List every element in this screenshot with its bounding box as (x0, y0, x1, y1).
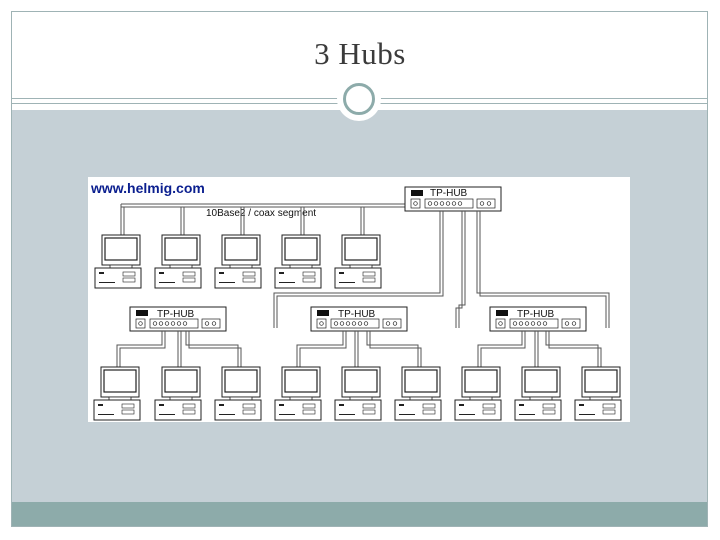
coax-bus (120, 203, 416, 235)
bottom-pc-row (93, 366, 622, 421)
main-hub-label: TP-HUB (430, 188, 468, 199)
uplink-cables (273, 211, 610, 328)
circle-ornament (337, 77, 381, 121)
top-pc-row (94, 234, 382, 289)
circle-ornament-inner (343, 83, 375, 115)
slide-frame (11, 11, 708, 527)
right-hub: TP-HUB (489, 306, 587, 332)
left-hub: TP-HUB (129, 306, 227, 332)
middle-hub: TP-HUB (310, 306, 408, 332)
left-hub-label: TP-HUB (157, 309, 195, 320)
middle-hub-label: TP-HUB (338, 309, 376, 320)
main-hub: TP-HUB (404, 186, 502, 212)
brand-text: www.helmig.com (90, 180, 205, 196)
footer-bar (12, 502, 707, 526)
drop-cables (116, 331, 602, 367)
slide-title: 3 Hubs (314, 36, 406, 71)
segment-label: 10Base2 / coax segment (206, 208, 316, 219)
network-diagram: www.helmig.com 10Base2 / coax segment TP… (88, 177, 630, 422)
right-hub-label: TP-HUB (517, 309, 555, 320)
